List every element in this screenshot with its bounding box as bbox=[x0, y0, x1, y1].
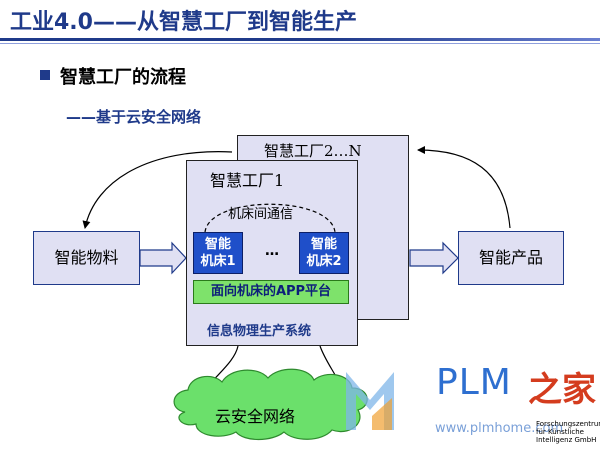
sub-bullet: ——基于云安全网络 bbox=[66, 108, 202, 126]
factory-1-label: 智慧工厂1 bbox=[210, 171, 285, 190]
org-line-1: Forschungszentrum bbox=[536, 420, 600, 428]
watermark-brand: PLM bbox=[436, 362, 512, 403]
watermark-url: www.plmhome.com bbox=[435, 421, 564, 436]
smart-materials-box: 智能物料 bbox=[33, 231, 140, 285]
cloud-security-network-label: 云安全网络 bbox=[215, 407, 296, 426]
smart-machine-1: 智能 机床1 bbox=[193, 232, 243, 274]
plm-logo-accent bbox=[372, 398, 392, 430]
bullet-heading: 智慧工厂的流程 bbox=[60, 67, 186, 88]
bullet-square-icon bbox=[40, 70, 50, 80]
app-platform: 面向机床的APP平台 bbox=[193, 280, 349, 304]
cps-label: 信息物理生产系统 bbox=[207, 324, 312, 339]
smart-products-box: 智能产品 bbox=[458, 231, 564, 285]
arrow-factory-to-materials bbox=[82, 151, 233, 229]
slide-title: 工业4.0——从智慧工厂到智能生产 bbox=[10, 10, 357, 35]
arrow-products-to-factory bbox=[417, 146, 511, 229]
org-name: Forschungszentrum für Künstliche Intelli… bbox=[536, 420, 600, 444]
block-arrow-factory-to-products bbox=[409, 241, 459, 275]
watermark-brand-cn: 之家 bbox=[528, 370, 596, 410]
machine-1-line2: 机床1 bbox=[200, 254, 236, 269]
factory-n-label: 智慧工厂2…N bbox=[264, 142, 362, 160]
org-line-3: Intelligenz GmbH bbox=[536, 436, 597, 444]
title-underline-thin bbox=[0, 43, 600, 44]
machine-1-line1: 智能 bbox=[204, 237, 231, 252]
plm-logo-mark bbox=[346, 372, 394, 430]
machine-communication-label: 机床间通信 bbox=[228, 207, 294, 222]
machine-2-line1: 智能 bbox=[310, 237, 337, 252]
org-line-2: für Künstliche bbox=[536, 428, 584, 436]
smart-machine-2: 智能 机床2 bbox=[299, 232, 349, 274]
machine-ellipsis: … bbox=[265, 243, 279, 259]
block-arrow-materials-to-factory bbox=[139, 241, 187, 275]
machine-2-line2: 机床2 bbox=[306, 254, 342, 269]
title-underline bbox=[0, 38, 600, 41]
